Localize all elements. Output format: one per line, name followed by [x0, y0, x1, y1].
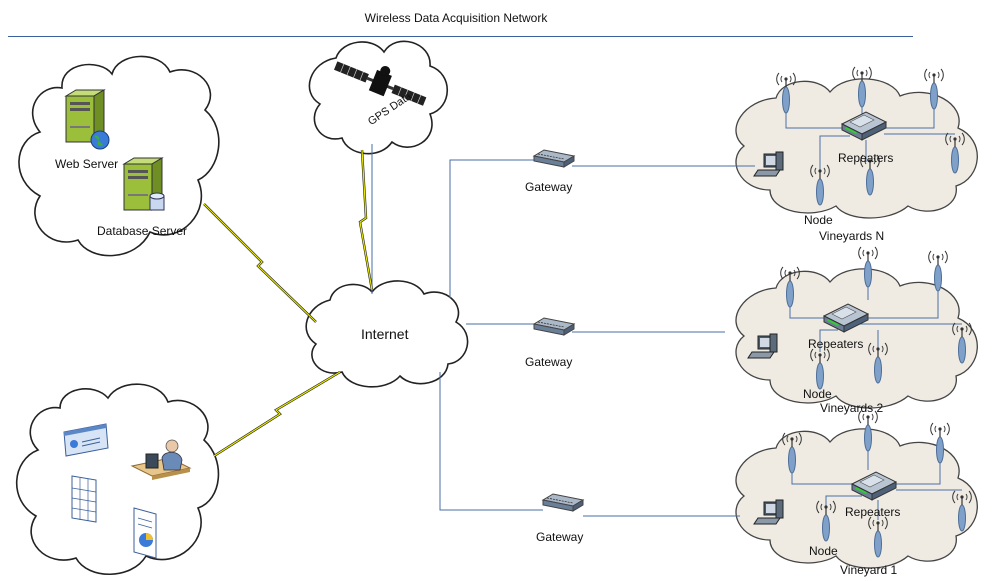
gateway-n-label: Gateway — [525, 180, 573, 194]
globe-icon — [90, 130, 110, 150]
node-1-label: Node — [809, 544, 838, 558]
gateway-icon — [533, 317, 575, 336]
server-icon — [64, 89, 106, 143]
repeaters-1-label: Repeaters — [845, 505, 901, 519]
user-at-desk-icon — [130, 439, 192, 480]
repeaters-2-label: Repeaters — [808, 337, 864, 351]
database-icon — [149, 192, 165, 211]
web-server-label: Web Server — [55, 157, 119, 171]
satellite-icon — [333, 61, 427, 106]
internet-cloud — [305, 280, 469, 388]
dashboard-icon — [63, 423, 109, 457]
repeaters-n-label: Repeaters — [838, 151, 894, 165]
vineyard-n-label: Vineyards N — [819, 229, 885, 243]
wireless-link-client — [213, 370, 341, 458]
gateway-2-label: Gateway — [525, 355, 573, 369]
gps-cloud — [308, 40, 449, 155]
wireless-link-gps — [358, 149, 374, 291]
internet-label: Internet — [361, 326, 409, 342]
vineyard-1-label: Vineyard 1 — [840, 563, 898, 577]
database-server-label: Database Server — [97, 224, 188, 238]
title-rule — [8, 36, 913, 37]
vineyard-1-cloud — [735, 428, 978, 569]
vineyard-n-cloud — [735, 78, 978, 219]
gateway-1-label: Gateway — [536, 530, 584, 544]
vineyard-2-label: Vineyards 2 — [820, 401, 884, 415]
vineyard-2-cloud — [735, 268, 978, 409]
spreadsheet-icon — [71, 475, 97, 523]
node-2-label: Node — [803, 387, 832, 401]
connection-lines — [371, 144, 755, 517]
gateway-icon — [542, 493, 584, 512]
wireless-link-server — [203, 203, 317, 323]
node-n-label: Node — [804, 213, 833, 227]
client-cloud — [15, 383, 220, 576]
gateway-icon — [533, 149, 575, 168]
report-icon — [133, 507, 157, 559]
diagram-title: Wireless Data Acquisition Network — [364, 11, 548, 25]
